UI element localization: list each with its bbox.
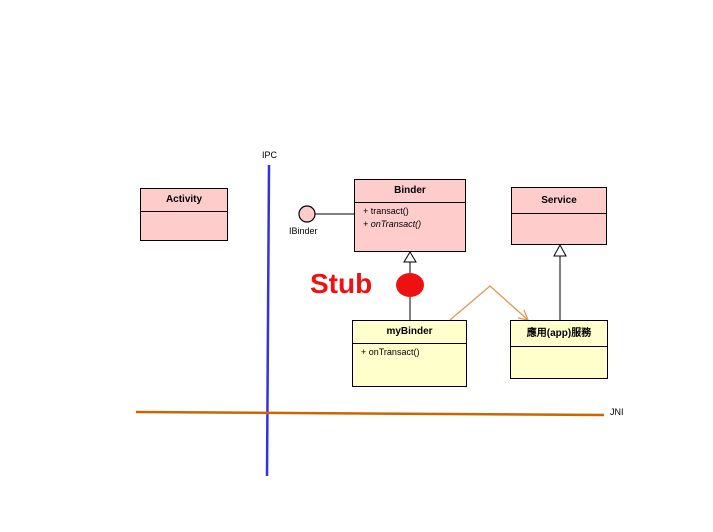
ibinder-label: IBinder bbox=[289, 226, 318, 236]
stub-dot bbox=[396, 273, 424, 297]
dependency-arrow bbox=[449, 285, 529, 321]
binder-inheritance-arrowhead bbox=[403, 251, 417, 263]
mybinder-class[interactable]: myBinder + onTransact() bbox=[352, 320, 467, 387]
service-inheritance-arrowhead bbox=[553, 243, 567, 257]
binder-operations: + transact() + onTransact() bbox=[355, 203, 465, 231]
binder-op-transact: + transact() bbox=[363, 206, 409, 216]
mybinder-operations: + onTransact() bbox=[353, 344, 466, 359]
binder-class-name: Binder bbox=[355, 180, 465, 203]
app-service-class-name: 應用(app)服務 bbox=[511, 321, 607, 347]
mybinder-class-name: myBinder bbox=[353, 321, 466, 344]
jni-line bbox=[135, 410, 605, 417]
activity-class[interactable]: Activity bbox=[140, 188, 228, 241]
mybinder-op-ontransact: + onTransact() bbox=[361, 347, 420, 357]
service-class[interactable]: Service bbox=[511, 187, 607, 245]
ipc-label: IPC bbox=[262, 150, 278, 160]
jni-label: JNI bbox=[610, 407, 624, 417]
activity-class-name: Activity bbox=[141, 189, 227, 212]
ipc-line bbox=[265, 164, 271, 477]
ibinder-interface-icon bbox=[298, 205, 316, 223]
binder-op-ontransact: + onTransact() bbox=[363, 219, 422, 229]
app-service-class[interactable]: 應用(app)服務 bbox=[510, 320, 608, 379]
binder-class[interactable]: Binder + transact() + onTransact() bbox=[354, 179, 466, 252]
stub-label: Stub bbox=[310, 268, 373, 299]
service-class-name: Service bbox=[512, 188, 606, 214]
